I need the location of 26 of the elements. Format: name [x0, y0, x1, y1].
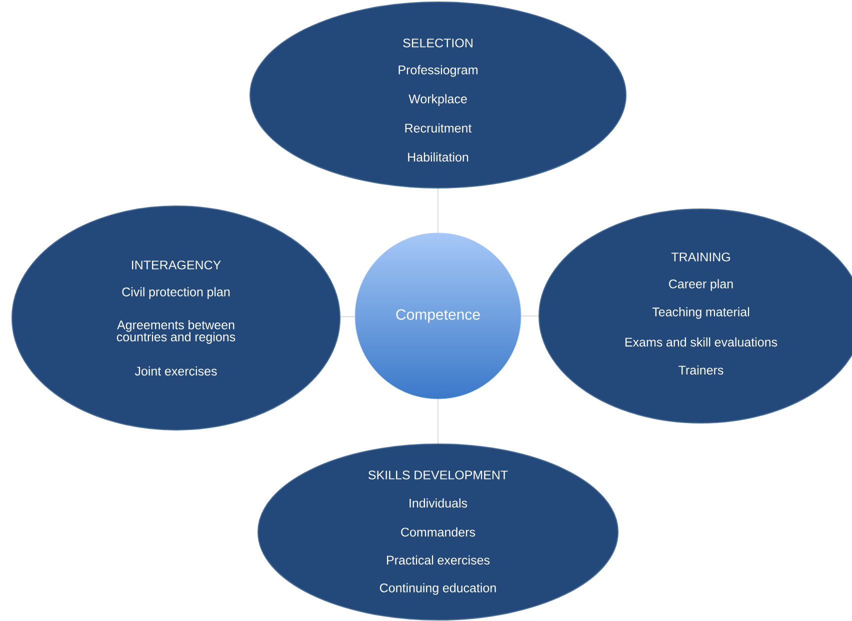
list-item: Habilitation — [408, 152, 468, 162]
heading: SELECTION — [403, 38, 472, 48]
heading: TRAINING — [671, 252, 730, 262]
topic-ellipse — [12, 206, 340, 430]
list-item: Joint exercises — [134, 366, 217, 376]
list-item: Professiogram — [398, 65, 478, 77]
connector-line — [340, 316, 355, 317]
list-item: Teaching material — [652, 307, 750, 319]
list-item: Career plan — [669, 279, 733, 291]
list-item: Workplace — [408, 94, 467, 106]
heading: SKILLS DEVELOPMENT — [368, 470, 508, 480]
center-circle — [354, 232, 522, 400]
topic-ellipse — [250, 2, 626, 188]
center-label: Competence — [396, 309, 480, 323]
topic-ellipse — [538, 208, 852, 424]
list-item: Exams and skill evaluations — [625, 337, 778, 347]
list-item: Trainers — [678, 365, 724, 375]
list-item: Practical exercises — [387, 555, 490, 565]
heading: INTERAGENCY — [132, 260, 221, 270]
list-item: Recruitment — [405, 123, 472, 133]
list-item: Continuing education — [380, 583, 496, 595]
topic-ellipse — [258, 444, 618, 620]
list-item: Civil protection plan — [122, 287, 230, 299]
list-item: Individuals — [410, 498, 468, 508]
list-item: Commanders — [401, 527, 476, 537]
list-item: Agreements between countries and regions — [116, 320, 236, 344]
